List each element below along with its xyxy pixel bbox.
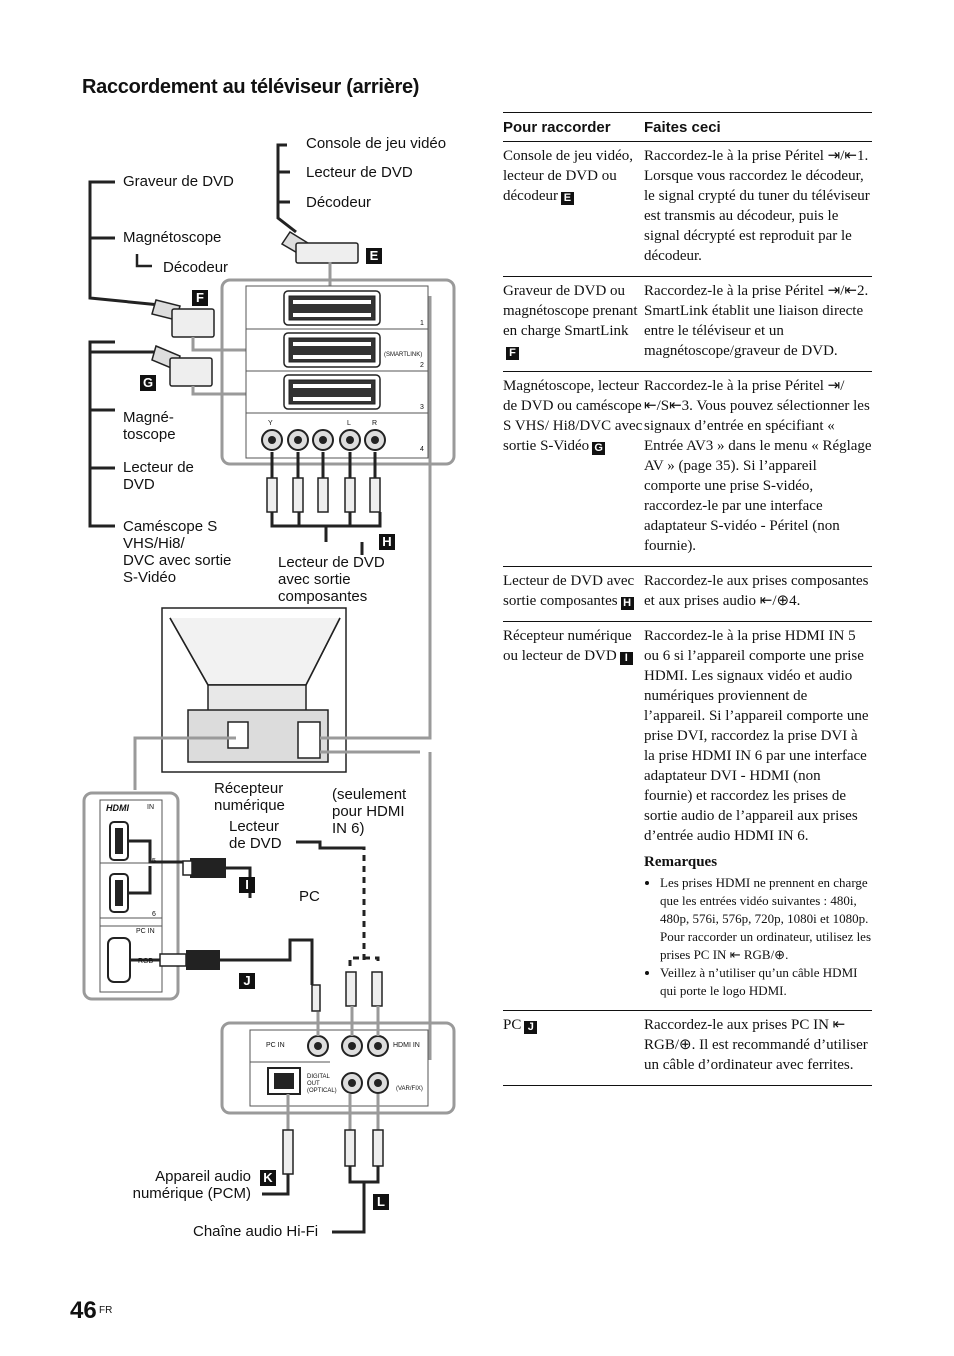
scart-sockets — [283, 290, 381, 410]
notes-list: Les prises HDMI ne prennent en charge qu… — [644, 874, 872, 1000]
pc-in-bottom-text: PC IN — [266, 1042, 285, 1049]
label-camescope: Caméscope S VHS/Hi8/ DVC avec sortie S-V… — [123, 518, 232, 586]
header-pour-raccorder: Pour raccorder — [503, 118, 611, 136]
label-lecteur-dvd-hdmi: Lecteur de DVD — [229, 818, 282, 852]
scart-3-text: 3 — [420, 404, 424, 411]
row-instruction: Raccordez-le à la prise Péritel ⇥/⇤2. Sm… — [644, 283, 869, 359]
row-instruction: Raccordez-le à la prise Péritel ⇥/⇤1. Lo… — [644, 148, 870, 264]
diagram-letter-j: J — [239, 973, 255, 989]
diagram-letter-k: K — [260, 1170, 276, 1186]
hdmi-logo: HDMI — [106, 803, 129, 813]
label-console: Console de jeu vidéo — [306, 135, 447, 152]
diagram-letter-h: H — [379, 534, 395, 550]
l-text: L — [347, 420, 351, 427]
label-lecteur-dvd-top: Lecteur de DVD — [306, 164, 413, 181]
row-instruction: Raccordez-le à la prise Péritel ⇥/⇤/S⇤3.… — [644, 378, 872, 554]
row-device: Magnétoscope, lecteur de DVD ou caméscop… — [503, 378, 643, 454]
table-row: Magnétoscope, lecteur de DVD ou caméscop… — [503, 372, 872, 567]
smartlink-text: (SMARTLINK) — [384, 352, 423, 358]
notes-title: Remarques — [644, 854, 718, 870]
label-decodeur-top: Décodeur — [306, 194, 372, 211]
diagram-letter-g: G — [140, 375, 156, 391]
label-graveur: Graveur de DVD — [123, 173, 234, 190]
row-instruction: Raccordez-le aux prises PC IN ⇤ RGB/⊕. I… — [644, 1017, 868, 1073]
connection-table: Pour raccorder Faites ceci Console de je… — [503, 112, 872, 1086]
label-magne-toscope: Magné- toscope — [123, 409, 176, 443]
scart-1-text: 1 — [420, 320, 424, 327]
label-lecteur-dvd-left: Lecteur de DVD — [123, 459, 194, 493]
diagram-letter-e: E — [366, 248, 382, 264]
row-letter: J — [524, 1021, 538, 1034]
r-text: R — [372, 420, 378, 427]
connection-diagram — [82, 143, 456, 1234]
row-letter: E — [560, 192, 574, 205]
page-title: Raccordement au téléviseur (arrière) — [82, 76, 420, 98]
digital-out-text: DIGITAL OUT (OPTICAL) — [307, 1074, 337, 1094]
component-4-text: 4 — [420, 446, 424, 453]
scart-plug-e — [280, 230, 359, 264]
label-seulement: (seulement pour HDMI IN 6) — [332, 786, 407, 837]
row-device: Graveur de DVD ou magnétoscope prenant e… — [503, 283, 638, 339]
diagram-letter-f: F — [192, 290, 208, 306]
tv-rear — [161, 607, 347, 773]
table-header: Pour raccorder Faites ceci — [503, 112, 872, 142]
page-language: FR — [99, 1305, 113, 1316]
row-device: Console de jeu vidéo, lecteur de DVD ou … — [503, 148, 633, 204]
pc-in-text: PC IN — [136, 928, 155, 935]
scart-plug-f — [151, 299, 215, 338]
row-device: Récepteur numérique ou lecteur de DVD — [503, 628, 632, 664]
scart-2-text: 2 — [420, 362, 424, 369]
hdmi-5-text: 5 — [152, 858, 156, 865]
label-recepteur: Récepteur numérique — [214, 780, 285, 814]
hdmi-6-text: 6 — [152, 911, 156, 918]
scart-plug-g — [151, 344, 213, 387]
table-row: Console de jeu vidéo, lecteur de DVD ou … — [503, 142, 872, 277]
diagram-letter-i: I — [239, 877, 255, 893]
y-text: Y — [268, 420, 273, 427]
page-number: 46 — [70, 1297, 97, 1324]
table-row: Graveur de DVD ou magnétoscope prenant e… — [503, 277, 872, 372]
hdmi-in-text: IN — [147, 804, 154, 811]
row-device: Lecteur de DVD avec sortie composantes — [503, 573, 635, 609]
label-lecteur-composantes: Lecteur de DVD avec sortie composantes — [278, 554, 385, 605]
label-pc: PC — [299, 888, 320, 905]
row-letter: I — [619, 652, 633, 665]
rgb-text: RGB — [138, 958, 154, 965]
row-letter: G — [592, 442, 606, 455]
hdmi-in-bottom-text: HDMI IN — [393, 1042, 420, 1049]
label-magnetoscope: Magnétoscope — [123, 229, 222, 246]
row-instruction: Raccordez-le aux prises composantes et a… — [644, 573, 869, 609]
label-chaine: Chaîne audio Hi-Fi — [193, 1223, 319, 1240]
row-device: PC — [503, 1017, 522, 1033]
label-appareil-audio: Appareil audio numérique (PCM) — [132, 1168, 251, 1202]
note-item: Veillez à n’utiliser qu’un câble HDMI qu… — [660, 964, 872, 1000]
row-instruction: Raccordez-le à la prise HDMI IN 5 ou 6 s… — [644, 628, 869, 844]
row-letter: H — [620, 597, 634, 610]
label-decodeur-left: Décodeur — [163, 259, 229, 276]
header-faites-ceci: Faites ceci — [644, 118, 721, 136]
row-letter: F — [506, 347, 519, 360]
diagram-letter-l: L — [373, 1194, 389, 1210]
var-fix-text: (VAR/FIX) — [396, 1086, 423, 1092]
note-item: Les prises HDMI ne prennent en charge qu… — [660, 874, 872, 964]
